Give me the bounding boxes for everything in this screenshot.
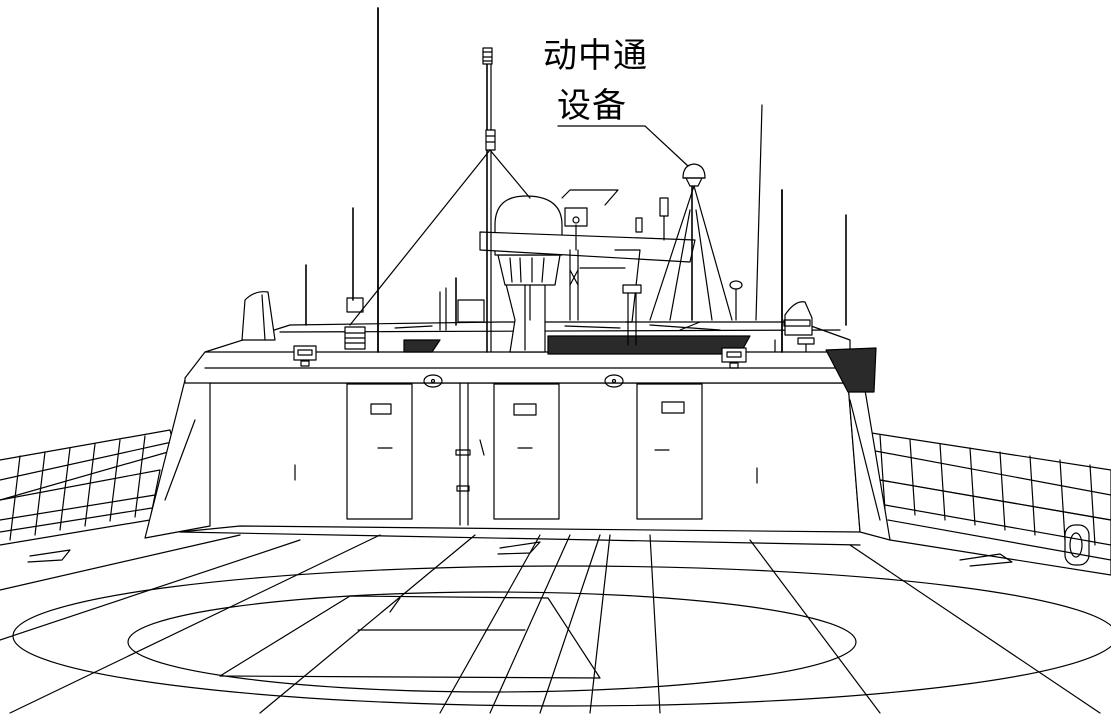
lifebuoy-box [1065,525,1089,565]
door-right [637,384,702,519]
helipad-deck [0,535,1111,713]
starboard-railing [865,432,1111,575]
antennas [306,8,846,352]
helipad-outer-ring [13,566,1111,706]
helipad-inner-ring [128,592,856,692]
callout-label-line1: 动中通 [543,36,648,76]
bridge-roof [205,288,876,392]
callout-label-line2: 设备 [557,86,627,126]
superstructure-front [145,352,890,545]
ledge-light-right [722,348,746,368]
satcom-dome [683,164,705,178]
upper-platform [480,190,695,345]
port-railing [0,430,175,545]
door-left [347,384,412,519]
callout-leader-line [558,126,688,166]
radome-mast [495,196,562,352]
door-center [494,384,559,519]
helipad-marking-h [220,596,600,678]
ledge-light-left [294,346,316,366]
satcom-otm-unit [650,164,732,320]
